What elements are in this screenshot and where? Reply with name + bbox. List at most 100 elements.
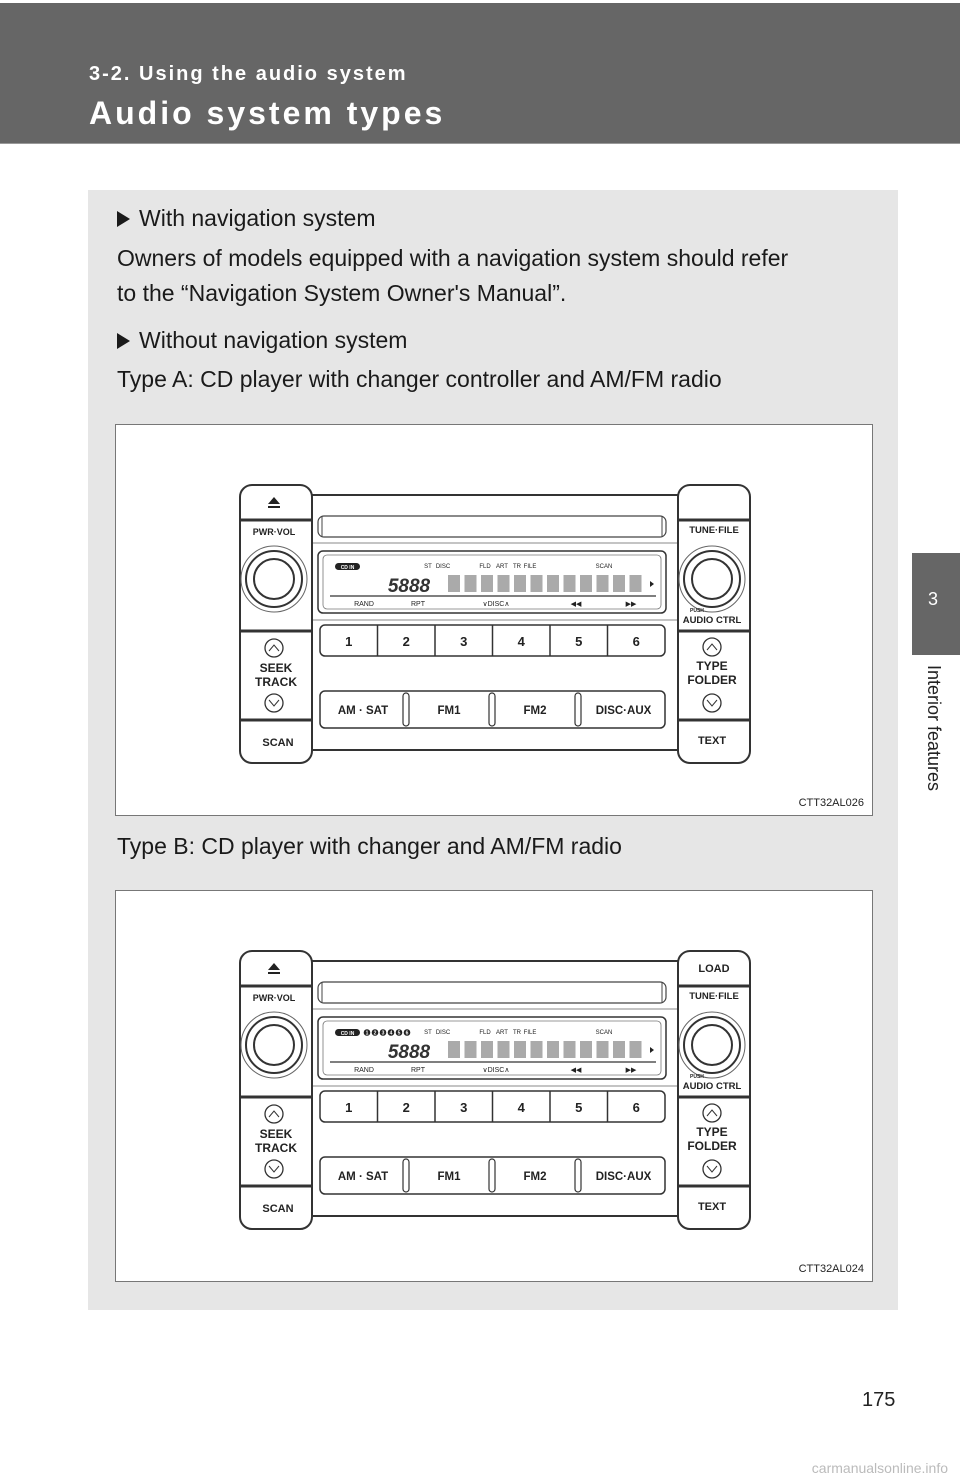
digit-readout: 5888 — [388, 576, 431, 597]
folder-label: FOLDER — [687, 1139, 737, 1153]
tune-file-knob[interactable] — [691, 1024, 733, 1066]
dot-matrix-char — [448, 1041, 460, 1058]
tune-file-knob[interactable] — [691, 558, 733, 600]
dot-matrix-char — [563, 575, 576, 592]
track-label: TRACK — [255, 1141, 297, 1155]
band-label: FM2 — [524, 1171, 547, 1183]
disc-number: 1 — [366, 1031, 369, 1037]
type-down-button[interactable] — [702, 1159, 722, 1179]
pwr-vol-label: PWR·VOL — [253, 527, 296, 537]
art-indicator: ART — [496, 564, 508, 570]
dot-matrix-char — [497, 575, 510, 592]
more-arrow-icon — [650, 1047, 654, 1053]
seek-up-button[interactable] — [264, 1104, 284, 1124]
band-divider — [574, 1158, 582, 1193]
st-indicator: ST — [424, 564, 432, 570]
preset-label: 5 — [575, 634, 582, 649]
band-divider — [402, 692, 410, 727]
cd-in-indicator — [335, 1029, 360, 1036]
chevron-up-icon — [706, 643, 718, 651]
power-volume-knob[interactable] — [253, 558, 295, 600]
type-up-button[interactable] — [702, 637, 722, 657]
disc-updown-indicator: ∨DISC∧ — [483, 601, 510, 608]
band-label: FM1 — [438, 705, 462, 717]
figure-code: CTT32AL026 — [798, 797, 864, 809]
nav-heading: With navigation system — [117, 205, 375, 232]
chevron-down-icon — [268, 699, 280, 707]
cd-slot — [317, 981, 667, 1004]
dot-matrix-char — [448, 575, 460, 592]
type-up-button[interactable] — [702, 1103, 722, 1123]
dot-matrix-char — [563, 1041, 576, 1058]
disc-number: 6 — [406, 1031, 409, 1037]
dot-matrix-char — [596, 1041, 609, 1058]
preset-label: 5 — [575, 1100, 582, 1115]
dot-matrix-char — [547, 575, 559, 592]
cd-in-label: CD IN — [341, 1031, 355, 1037]
preset-label: 3 — [460, 1100, 467, 1115]
triangle-bullet-icon — [117, 333, 130, 349]
disc-number-icon — [387, 1029, 395, 1036]
push-label: PUSH — [690, 1074, 704, 1080]
push-label: PUSH — [690, 608, 704, 614]
power-volume-knob[interactable] — [253, 1024, 295, 1066]
dot-matrix-char — [464, 575, 477, 592]
dot-matrix-char — [580, 575, 592, 592]
no-nav-heading: Without navigation system — [117, 327, 407, 354]
rpt-indicator: RPT — [411, 601, 426, 608]
dot-matrix-char — [497, 1041, 510, 1058]
disc-indicator: DISC — [436, 564, 451, 570]
art-indicator: ART — [496, 1030, 508, 1036]
preset-label: 2 — [403, 634, 410, 649]
digit-readout: 5888 — [388, 1042, 431, 1063]
seek-down-button[interactable] — [264, 1159, 284, 1179]
chevron-up-icon — [268, 644, 280, 652]
more-arrow-icon — [650, 581, 654, 587]
dot-matrix-char — [613, 1041, 625, 1058]
dot-matrix-char — [629, 1041, 642, 1058]
tr-indicator: TR — [513, 564, 522, 570]
file-indicator: FILE — [524, 564, 537, 570]
preset-label: 2 — [403, 1100, 410, 1115]
seek-down-button[interactable] — [264, 693, 284, 713]
seek-label: SEEK — [260, 1127, 293, 1141]
dot-matrix-char — [596, 575, 609, 592]
disc-number-icon — [379, 1029, 387, 1036]
chevron-down-icon — [706, 699, 718, 707]
type-a-caption: Type A: CD player with changer controlle… — [117, 366, 722, 392]
dot-matrix-char — [547, 1041, 559, 1058]
scan-indicator: SCAN — [596, 564, 613, 570]
dot-matrix-char — [514, 1041, 526, 1058]
disc-number: 2 — [374, 1031, 377, 1037]
tr-indicator: TR — [513, 1030, 522, 1036]
nav-paragraph-line-2: to the “Navigation System Owner's Manual… — [117, 280, 567, 306]
seek-up-button[interactable] — [264, 638, 284, 658]
band-divider — [488, 1158, 496, 1193]
band-label: AM · SAT — [338, 1171, 388, 1183]
nav-heading-text: With navigation system — [139, 205, 376, 231]
eject-icon[interactable] — [268, 963, 280, 974]
section-title: 3-2. Using the audio system — [89, 63, 408, 85]
no-nav-heading-text: Without navigation system — [139, 327, 408, 353]
rand-indicator: RAND — [354, 601, 374, 608]
dot-matrix-char — [580, 1041, 592, 1058]
file-indicator: FILE — [524, 1030, 537, 1036]
figure-code: CTT32AL024 — [798, 1263, 864, 1275]
chevron-down-icon — [268, 1165, 280, 1173]
type-down-button[interactable] — [702, 693, 722, 713]
page-title: Audio system types — [89, 95, 446, 131]
preset-label: 4 — [518, 1100, 526, 1115]
track-label: TRACK — [255, 675, 297, 689]
chevron-up-icon — [706, 1109, 718, 1117]
text-button-label: TEXT — [698, 1201, 726, 1213]
page-number: 175 — [862, 1389, 896, 1411]
fast-forward-icon: ▶▶ — [626, 601, 637, 608]
cd-in-indicator — [335, 563, 360, 570]
eject-icon[interactable] — [268, 497, 280, 508]
preset-label: 6 — [633, 634, 640, 649]
watermark: carmanualsonline.info — [811, 1460, 948, 1476]
